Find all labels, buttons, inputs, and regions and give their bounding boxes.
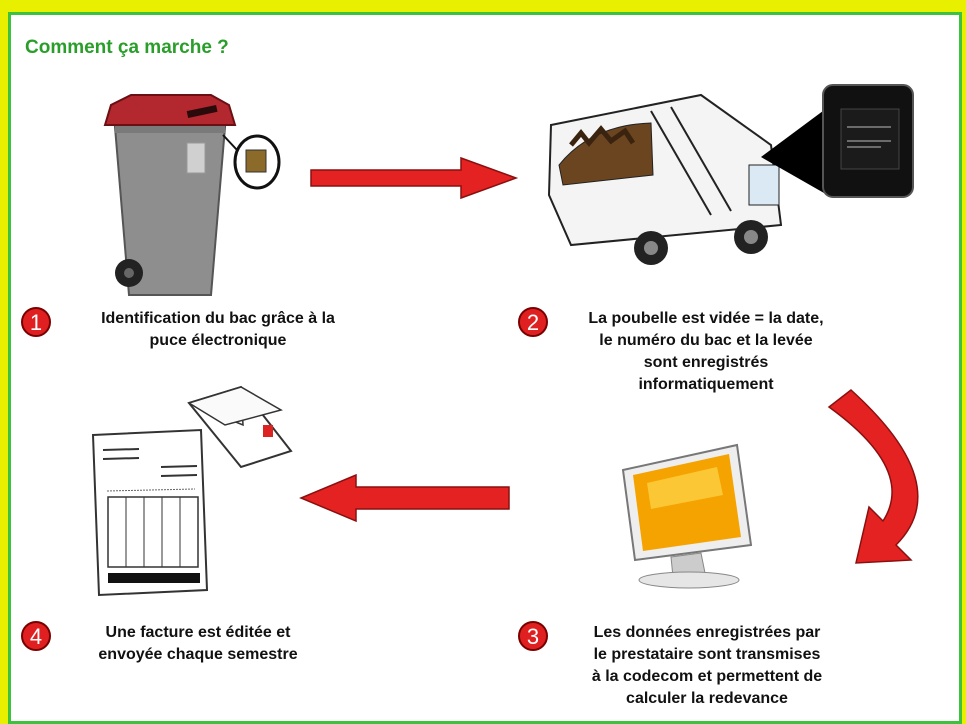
step-2-line: informatiquement xyxy=(638,376,774,393)
step-3-line: à la codecom et permettent de xyxy=(591,668,823,685)
step-2-line: le numéro du bac et la levée xyxy=(599,332,813,349)
chip-zoom-icon xyxy=(761,84,914,198)
step-2-text: La poubelle est vidée = la date, le numé… xyxy=(561,308,851,396)
garbage-truck-icon xyxy=(547,93,783,265)
trash-bin-icon xyxy=(103,94,237,296)
arrow-right-icon xyxy=(310,156,519,200)
arrow-left-icon xyxy=(299,473,510,523)
step-1-line: puce électronique xyxy=(149,332,287,349)
step-3-line: Les données enregistrées par xyxy=(593,624,821,641)
step-3-number: 3 xyxy=(518,621,548,651)
step-1-line: Identification du bac grâce à la xyxy=(101,310,335,327)
chip-badge-icon xyxy=(222,134,281,190)
computer-monitor-icon xyxy=(621,443,753,589)
step-2-line: sont enregistrés xyxy=(643,354,769,371)
step-3-line: calculer la redevance xyxy=(626,690,788,707)
step-2-line: La poubelle est vidée = la date, xyxy=(588,310,824,327)
step-4-text: Une facture est éditée et envoyée chaque… xyxy=(73,622,323,666)
envelope-icon xyxy=(187,385,293,469)
step-4-number: 4 xyxy=(21,621,51,651)
step-1-number: 1 xyxy=(21,307,51,337)
diagram-frame: Comment ça marche ? xyxy=(8,12,962,724)
diagram-artwork xyxy=(91,84,919,597)
step-2-number: 2 xyxy=(518,307,548,337)
invoice-icon xyxy=(91,428,209,597)
step-3-text: Les données enregistrées par le prestata… xyxy=(557,622,857,710)
page-title: Comment ça marche ? xyxy=(25,37,229,58)
step-4-line: Une facture est éditée et xyxy=(105,624,291,641)
step-3-line: le prestataire sont transmises xyxy=(593,646,821,663)
step-1-text: Identification du bac grâce à la puce él… xyxy=(73,308,363,352)
curved-arrow-icon xyxy=(827,389,919,564)
step-4-line: envoyée chaque semestre xyxy=(98,646,298,663)
